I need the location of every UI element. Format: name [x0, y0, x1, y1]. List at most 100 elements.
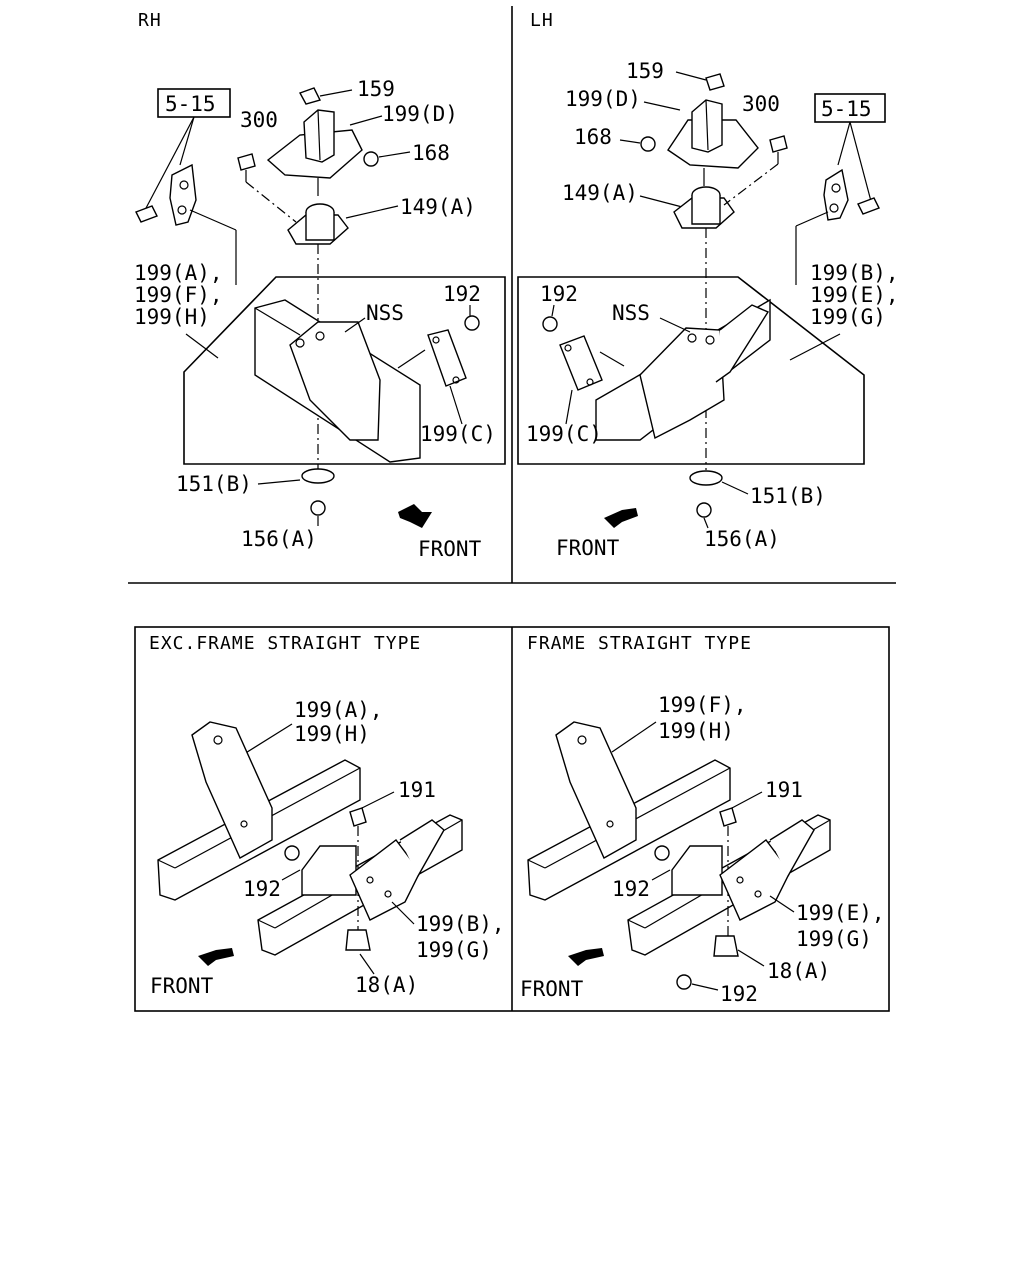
rh-title: RH: [138, 10, 162, 31]
rh-label-199h: 199(H): [134, 305, 210, 329]
rh-label-159: 159: [357, 77, 395, 101]
lh-leader-156a: [703, 517, 709, 529]
lh-leader-149a: [639, 195, 687, 209]
exc-frame-panel: EXC.FRAME STRAIGHT TYPE 199(A), 199(H) 1…: [149, 633, 505, 998]
rh-label-199d: 199(D): [382, 102, 458, 126]
straight-bracket-hole: [754, 890, 762, 898]
lh-assembly-line: [723, 163, 779, 206]
straight-leader-191: [731, 791, 763, 809]
lh-leader-159: [675, 71, 707, 81]
lh-label-nss: NSS: [612, 301, 650, 325]
lh-leader-199c: [565, 389, 573, 425]
lh-nut-156a: [696, 502, 712, 518]
rh-bolt-300: [237, 153, 256, 171]
rh-leader-159: [319, 89, 353, 97]
exc-label-18a: 18(A): [355, 973, 418, 997]
rh-ref-leader: [179, 116, 195, 166]
rh-front-arrow-icon: [398, 504, 432, 528]
straight-leader-18a: [737, 949, 765, 967]
lh-ref-leader: [849, 121, 873, 206]
straight-front-label: FRONT: [520, 977, 584, 1001]
straight-leader-192-lower: [691, 983, 719, 991]
straight-rail-edge: [544, 767, 731, 869]
straight-label-199h: 199(H): [658, 719, 734, 743]
rh-front-label: FRONT: [418, 537, 482, 561]
exc-front-arrow-icon: [198, 948, 234, 966]
straight-label-199g: 199(G): [796, 927, 872, 951]
lh-ref-box-label: 5-15: [821, 97, 872, 121]
rh-ref-box-label: 5-15: [165, 92, 216, 116]
rh-leader-199c: [449, 385, 463, 425]
exc-leader-199a: [243, 723, 293, 755]
rh-leader: [189, 209, 237, 231]
exc-leader-199b: [391, 901, 415, 925]
exc-nut-192: [284, 845, 300, 861]
lh-plate-hole: [586, 378, 594, 386]
straight-title: FRAME STRAIGHT TYPE: [527, 633, 752, 654]
rh-bracket-hole: [295, 338, 305, 348]
straight-label-192b: 192: [720, 982, 758, 1006]
straight-leader-199e: [769, 895, 795, 913]
rh-leader-151b: [257, 479, 301, 485]
exc-front-label: FRONT: [150, 974, 214, 998]
rh-leader-199d: [349, 115, 383, 126]
lh-bolt-300: [769, 135, 788, 153]
lh-leader-192: [551, 304, 555, 317]
straight-cross-member: [671, 845, 723, 896]
lh-plate-leader: [599, 351, 625, 367]
lh-label-199d: 199(D): [565, 87, 641, 111]
rh-nut-192: [464, 315, 480, 331]
rh-plate-199c: [427, 329, 467, 387]
exc-side-bracket: [349, 839, 421, 921]
exc-label-199b: 199(B),: [416, 912, 505, 936]
straight-bolt-191: [719, 807, 737, 827]
lh-bracket-hole: [705, 335, 715, 345]
rh-leader-168: [378, 151, 411, 158]
rh-bracket-hole: [315, 331, 325, 341]
exc-label-199h: 199(H): [294, 722, 370, 746]
exc-label-199a: 199(A),: [294, 698, 383, 722]
lh-label-192: 192: [540, 282, 578, 306]
exc-label-199g: 199(G): [416, 938, 492, 962]
exc-cross-member: [301, 845, 357, 896]
lh-nut-192: [542, 316, 558, 332]
exc-rail-edge: [157, 859, 176, 869]
lh-leader-199b: [789, 333, 841, 361]
straight-leader-192: [651, 869, 671, 881]
rh-plate-leader: [397, 349, 426, 369]
lh-bracket-hole: [829, 203, 839, 213]
rh-label-199f: 199(F),: [134, 283, 223, 307]
rh-assembly-line: [245, 181, 297, 223]
lh-label-199c: 199(C): [526, 422, 602, 446]
rh-leader-199a: [185, 333, 219, 359]
rh-frame-detail-box: [183, 276, 506, 465]
lh-front-arrow-icon: [604, 508, 638, 528]
lh-label-149a: 149(A): [562, 181, 638, 205]
exc-bolt-191: [349, 807, 367, 827]
rh-panel: RH 5-15 159 199(D) 300 168: [134, 10, 506, 561]
exc-stud-18a: [345, 929, 371, 951]
lh-frame-detail-box: [517, 276, 865, 465]
lh-label-199b: 199(B),: [810, 261, 899, 285]
rh-rail-edge: [254, 307, 301, 336]
rh-side-bracket: [169, 163, 197, 226]
rh-side-bolt: [135, 205, 158, 223]
exc-leader-192: [281, 869, 301, 881]
rh-label-149a: 149(A): [400, 195, 476, 219]
rh-frame-bracket: [289, 321, 381, 441]
lh-label-300: 300: [742, 92, 780, 116]
exc-bracket-hole: [213, 735, 223, 745]
rh-plate-hole: [432, 336, 440, 344]
straight-leader-199f: [611, 721, 657, 753]
lh-bracket-edge: [705, 99, 709, 151]
lh-clip-159: [705, 73, 725, 91]
rh-plate-hole: [452, 376, 460, 384]
lh-label-156a: 156(A): [704, 527, 780, 551]
rh-nut-156a: [310, 500, 326, 516]
lh-label-159: 159: [626, 59, 664, 83]
straight-front-arrow-icon: [568, 948, 604, 966]
rh-leader-nss: [344, 317, 366, 333]
straight-label-18a: 18(A): [767, 959, 830, 983]
exc-bracket-hole: [240, 820, 248, 828]
rh-label-192: 192: [443, 282, 481, 306]
